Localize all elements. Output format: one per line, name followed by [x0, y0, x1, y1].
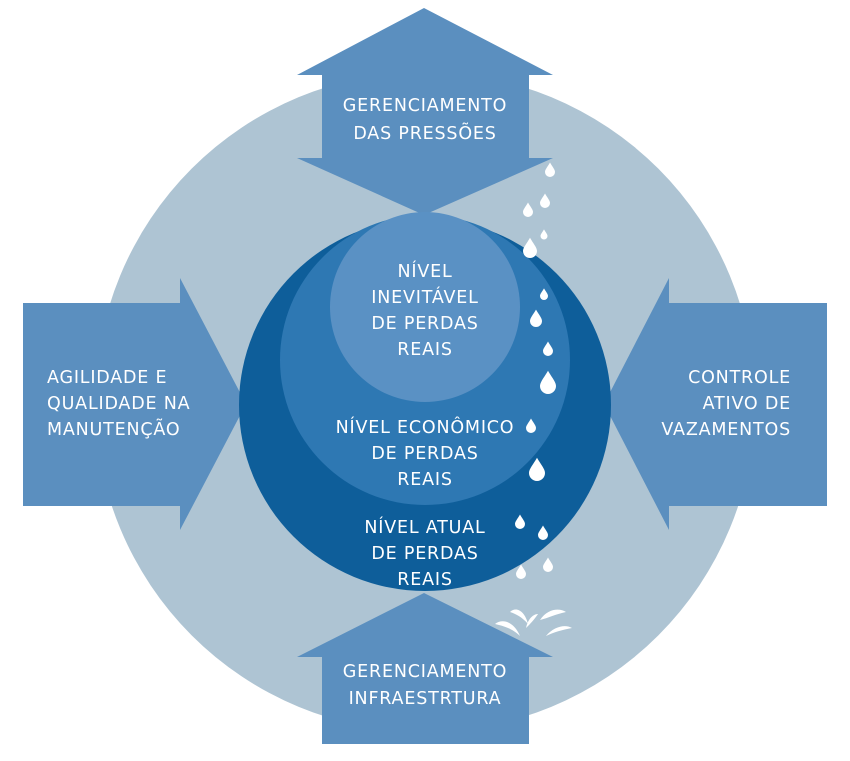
- actual-label-line3: REAIS: [397, 570, 452, 590]
- splash-stroke: [495, 621, 520, 636]
- economic-label-line3: REAIS: [397, 470, 452, 490]
- arrow-left-label-line3: MANUTENÇÃO: [47, 418, 180, 440]
- splash-stroke: [510, 609, 528, 624]
- water-drop-icon: [540, 193, 550, 208]
- unavoidable-label-line1: NÍVEL: [397, 260, 452, 282]
- water-drop-icon: [545, 162, 555, 177]
- splash-stroke: [526, 614, 538, 628]
- arrow-left-label-line2: QUALIDADE NA: [47, 394, 190, 414]
- arrow-top-shape: [297, 8, 553, 215]
- water-drop-icon: [540, 288, 548, 300]
- water-drop-icon: [526, 418, 536, 433]
- arrow-top-label-line2: DAS PRESSÕES: [353, 122, 496, 144]
- water-drop-icon: [516, 564, 526, 579]
- unavoidable-label-line3: DE PERDAS: [371, 314, 478, 334]
- water-drop-icon: [540, 370, 556, 394]
- water-drop-icon: [515, 514, 525, 529]
- arrow-right-label-line2: ATIVO DE: [703, 394, 791, 414]
- arrow-top: GERENCIAMENTO DAS PRESSÕES: [297, 8, 553, 215]
- water-drop-icon: [543, 557, 553, 572]
- unavoidable-label-line4: REAIS: [397, 340, 452, 360]
- water-drop-icon: [529, 457, 545, 481]
- economic-label-line2: DE PERDAS: [371, 444, 478, 464]
- actual-label-line2: DE PERDAS: [371, 544, 478, 564]
- water-drop-icon: [523, 202, 533, 217]
- water-splash-icon: [495, 609, 572, 636]
- water-drop-icon: [543, 341, 553, 356]
- arrow-right-shape: [604, 278, 827, 530]
- water-drop-icon: [523, 237, 537, 258]
- water-drop-icon: [538, 525, 548, 540]
- economic-label-line1: NÍVEL ECONÔMICO: [336, 416, 515, 438]
- arrow-bottom-shape: [297, 593, 553, 744]
- arrow-left-shape: [23, 278, 246, 530]
- splash-stroke: [546, 626, 572, 636]
- water-drops: [515, 162, 556, 579]
- arrow-bottom: GERENCIAMENTO INFRAESTRTURA: [297, 593, 553, 744]
- unavoidable-label-line2: INEVITÁVEL: [371, 286, 478, 308]
- arrow-top-label-line1: GERENCIAMENTO: [343, 96, 507, 116]
- arrow-bottom-label-line2: INFRAESTRTURA: [349, 689, 502, 709]
- arrow-left: AGILIDADE E QUALIDADE NA MANUTENÇÃO: [23, 278, 246, 530]
- arrow-left-label-line1: AGILIDADE E: [47, 368, 167, 388]
- water-drop-icon: [540, 229, 548, 240]
- arrow-right: CONTROLE ATIVO DE VAZAMENTOS: [604, 278, 827, 530]
- splash-stroke: [540, 609, 566, 620]
- water-drop-icon: [530, 309, 542, 327]
- arrow-right-label-line1: CONTROLE: [688, 368, 791, 388]
- arrow-bottom-label-line1: GERENCIAMENTO: [343, 662, 507, 682]
- arrow-right-label-line3: VAZAMENTOS: [661, 420, 791, 440]
- actual-label-line1: NÍVEL ATUAL: [364, 516, 485, 538]
- circle-unavoidable-loss: [330, 212, 520, 402]
